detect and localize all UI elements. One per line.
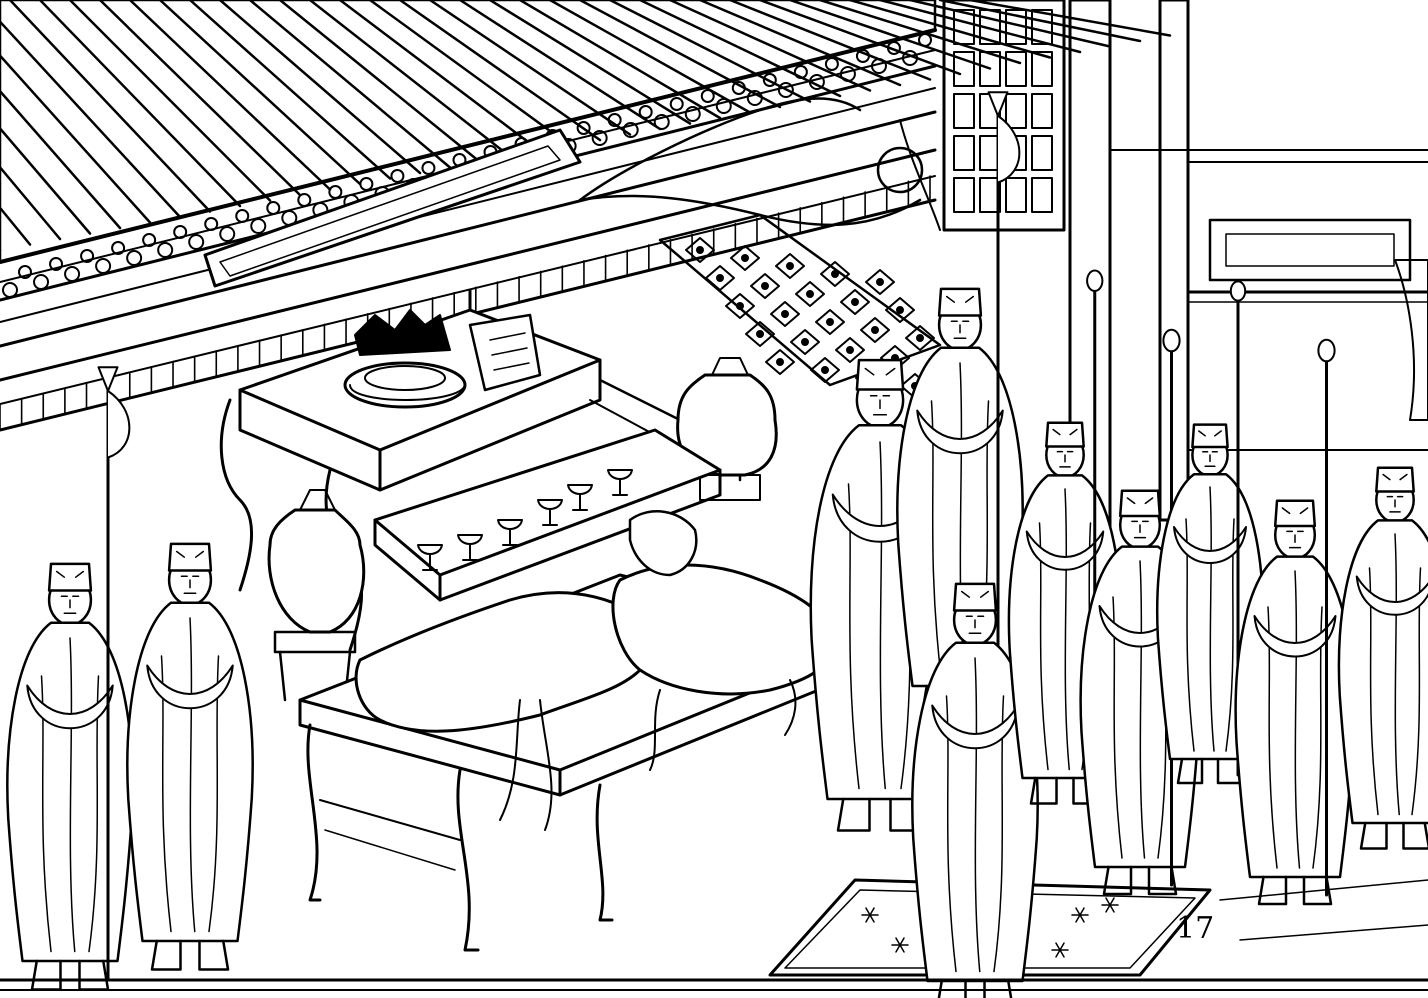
attendant-guard-4 [1236, 340, 1355, 904]
vase-large [678, 358, 777, 500]
sacrificial-pig [613, 511, 835, 770]
page-number: 17 [1176, 911, 1215, 946]
kneeling-official [912, 584, 1037, 998]
ground-border [0, 880, 1428, 990]
attendant-guard-5 [1339, 468, 1428, 849]
seal-box [470, 315, 540, 390]
crown-ornament [345, 310, 465, 407]
canopy-curtain [580, 98, 974, 406]
guard-left-halberd [7, 367, 132, 989]
offering-table [375, 430, 720, 600]
hall-columns-and-lattice [944, 0, 1428, 560]
official-attendant-left [127, 544, 252, 970]
roof-eaves [0, 0, 1170, 430]
